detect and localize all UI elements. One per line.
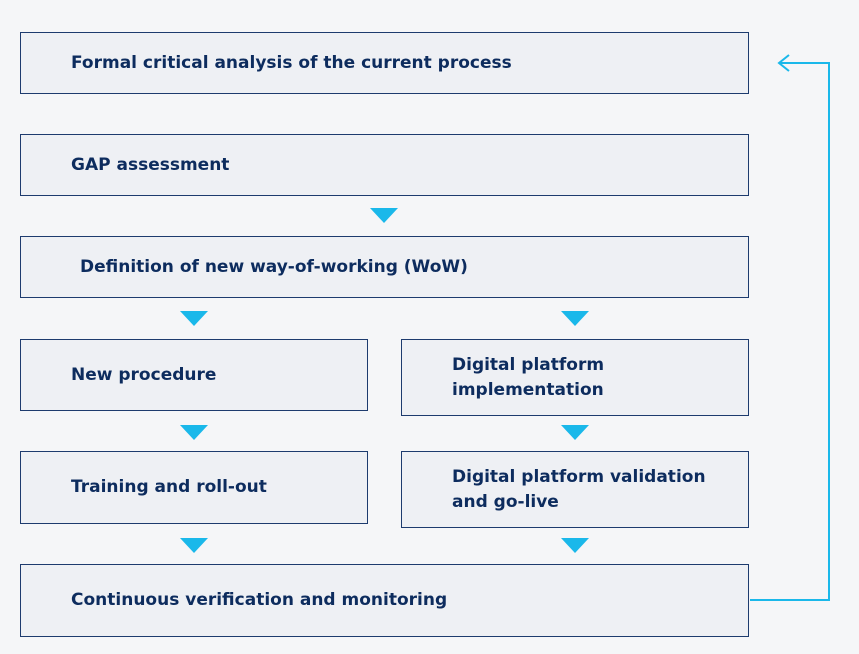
step-new-procedure: New procedure — [20, 339, 368, 411]
step-label: Digital platform implementation — [452, 354, 605, 400]
down-arrow-icon — [180, 538, 208, 553]
step-digital-platform-validation: Digital platform validation and go-live — [401, 451, 749, 528]
down-arrow-icon — [180, 425, 208, 440]
step-label: Training and roll-out — [71, 477, 267, 497]
step-formal-critical-analysis: Formal critical analysis of the current … — [20, 32, 749, 94]
down-arrow-icon — [180, 311, 208, 326]
step-label: Digital platform validation and go-live — [452, 466, 706, 512]
down-arrow-icon — [561, 425, 589, 440]
step-label: New procedure — [71, 364, 217, 385]
step-label: Definition of new way-of-working (WoW) — [80, 256, 468, 277]
step-digital-platform-implementation: Digital platform implementation — [401, 339, 749, 416]
step-training-rollout: Training and roll-out — [20, 451, 368, 524]
down-arrow-icon — [370, 208, 398, 223]
feedback-loop-arrowhead-icon — [777, 54, 790, 72]
feedback-loop-line — [750, 62, 830, 601]
step-label: Formal critical analysis of the current … — [71, 52, 512, 73]
step-continuous-verification: Continuous verification and monitoring — [20, 564, 749, 637]
down-arrow-icon — [561, 311, 589, 326]
step-definition-wow: Definition of new way-of-working (WoW) — [20, 236, 749, 298]
down-arrow-icon — [561, 538, 589, 553]
step-gap-assessment: GAP assessment — [20, 134, 749, 196]
step-label: Continuous verification and monitoring — [71, 590, 448, 610]
step-label: GAP assessment — [71, 154, 230, 175]
